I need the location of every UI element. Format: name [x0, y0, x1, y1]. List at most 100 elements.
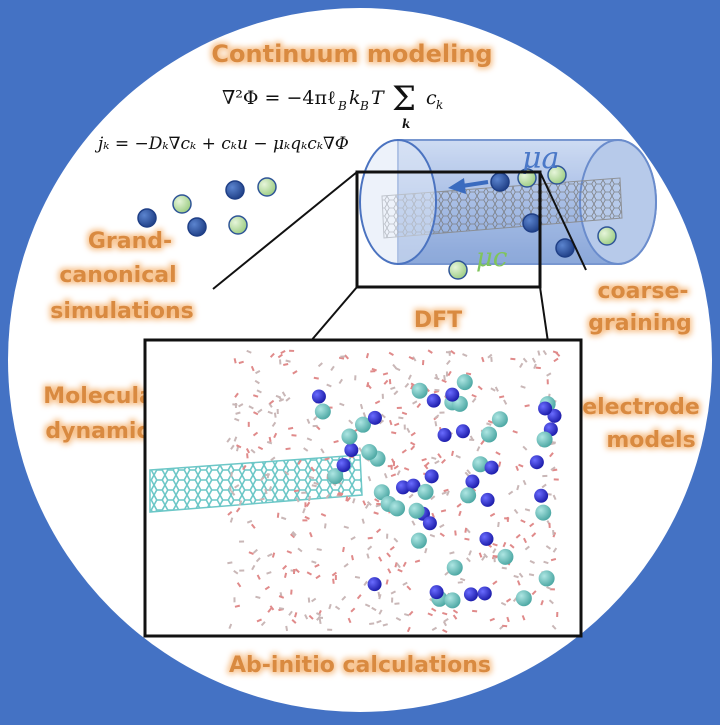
md-simulation-panel — [145, 340, 581, 636]
md-ion-blue — [423, 516, 437, 530]
water-molecule — [237, 446, 238, 451]
water-molecule — [378, 592, 379, 597]
water-molecule — [314, 483, 319, 484]
water-molecule — [309, 496, 310, 501]
md-ion-cyan — [492, 411, 508, 427]
md-ion-blue — [430, 585, 444, 599]
pore-ion-blue — [523, 214, 541, 232]
water-molecule — [255, 597, 260, 598]
water-molecule — [383, 373, 388, 374]
water-molecule — [361, 404, 362, 409]
md-ion-cyan — [409, 503, 425, 519]
water-molecule — [325, 523, 326, 528]
water-molecule — [320, 619, 321, 624]
water-molecule — [288, 428, 293, 429]
md-ion-blue — [312, 390, 326, 404]
water-molecule — [270, 437, 271, 442]
water-molecule — [355, 577, 360, 578]
md-ion-cyan — [535, 505, 551, 521]
poisson-sub-b1: B — [337, 99, 347, 113]
poisson-t: T — [371, 87, 385, 109]
water-molecule — [391, 432, 396, 433]
water-molecule — [395, 562, 396, 567]
water-molecule — [239, 362, 244, 363]
water-molecule — [337, 494, 342, 495]
water-molecule — [275, 413, 276, 418]
md-ion-cyan — [481, 426, 497, 442]
water-molecule — [486, 423, 491, 424]
water-molecule — [273, 553, 274, 558]
continuum-modeling-label: Continuum modeling — [211, 40, 492, 68]
water-molecule — [279, 608, 284, 609]
water-molecule — [294, 490, 299, 491]
md-ion-cyan — [444, 592, 460, 608]
water-molecule — [253, 395, 258, 396]
water-molecule — [394, 603, 399, 604]
md-ion-cyan — [389, 500, 405, 516]
md-ion-cyan — [341, 428, 357, 444]
water-molecule — [493, 556, 498, 557]
water-molecule — [466, 373, 471, 374]
water-molecule — [230, 486, 231, 491]
md-ion-cyan — [315, 404, 331, 420]
water-molecule — [415, 561, 420, 562]
water-molecule — [465, 528, 466, 533]
water-molecule — [278, 513, 279, 518]
water-molecule — [434, 378, 439, 379]
md-ion-blue — [538, 401, 552, 415]
water-molecule — [283, 364, 288, 365]
md-ion-blue — [368, 411, 382, 425]
pore-cylinder: μa μc — [360, 140, 656, 279]
water-molecule — [314, 378, 319, 379]
md-ion-blue — [478, 586, 492, 600]
md-ion-blue — [485, 461, 499, 475]
water-molecule — [339, 358, 344, 359]
md-ion-blue — [479, 532, 493, 546]
water-molecule — [449, 552, 454, 553]
md-ion-blue — [445, 388, 459, 402]
ion-green — [173, 195, 191, 213]
md-ion-blue — [481, 493, 495, 507]
water-molecule — [387, 580, 388, 585]
water-molecule — [367, 353, 368, 358]
md-ion-cyan — [411, 533, 427, 549]
md-ion-blue — [465, 475, 479, 489]
water-molecule — [435, 421, 436, 426]
water-molecule — [444, 490, 449, 491]
water-molecule — [260, 499, 265, 500]
electrode-label-line-1: electrode — [582, 395, 700, 420]
pore-ion-green — [449, 261, 467, 279]
md-ion-blue — [530, 455, 544, 469]
md-ion-blue — [464, 587, 478, 601]
pore-ion-blue — [491, 173, 509, 191]
ion-blue — [188, 218, 206, 236]
md-ion-blue — [425, 469, 439, 483]
md-ion-cyan — [412, 383, 428, 399]
water-molecule — [452, 451, 453, 456]
md-ion-cyan — [537, 431, 553, 447]
water-molecule — [236, 412, 241, 413]
water-molecule — [312, 485, 317, 486]
water-molecule — [247, 453, 248, 458]
water-molecule — [455, 531, 456, 536]
water-molecule — [529, 574, 534, 575]
water-molecule — [498, 522, 499, 527]
sum-index: k — [402, 117, 410, 131]
md-ion-cyan — [516, 590, 532, 606]
water-molecule — [265, 489, 266, 494]
water-molecule — [507, 617, 508, 622]
poisson-lhs: ∇²Φ = −4πℓ — [222, 87, 336, 109]
water-molecule — [544, 562, 549, 563]
water-molecule — [286, 360, 291, 361]
water-molecule — [295, 612, 296, 617]
water-molecule — [441, 510, 446, 511]
water-molecule — [286, 626, 287, 631]
grand-label-line-2: canonical — [59, 263, 176, 288]
water-molecule — [431, 458, 436, 459]
water-molecule — [363, 519, 364, 524]
ab-initio-label: Ab-initio calculations — [229, 653, 491, 678]
water-molecule — [235, 606, 240, 607]
water-molecule — [352, 555, 353, 560]
ion-blue — [226, 181, 244, 199]
